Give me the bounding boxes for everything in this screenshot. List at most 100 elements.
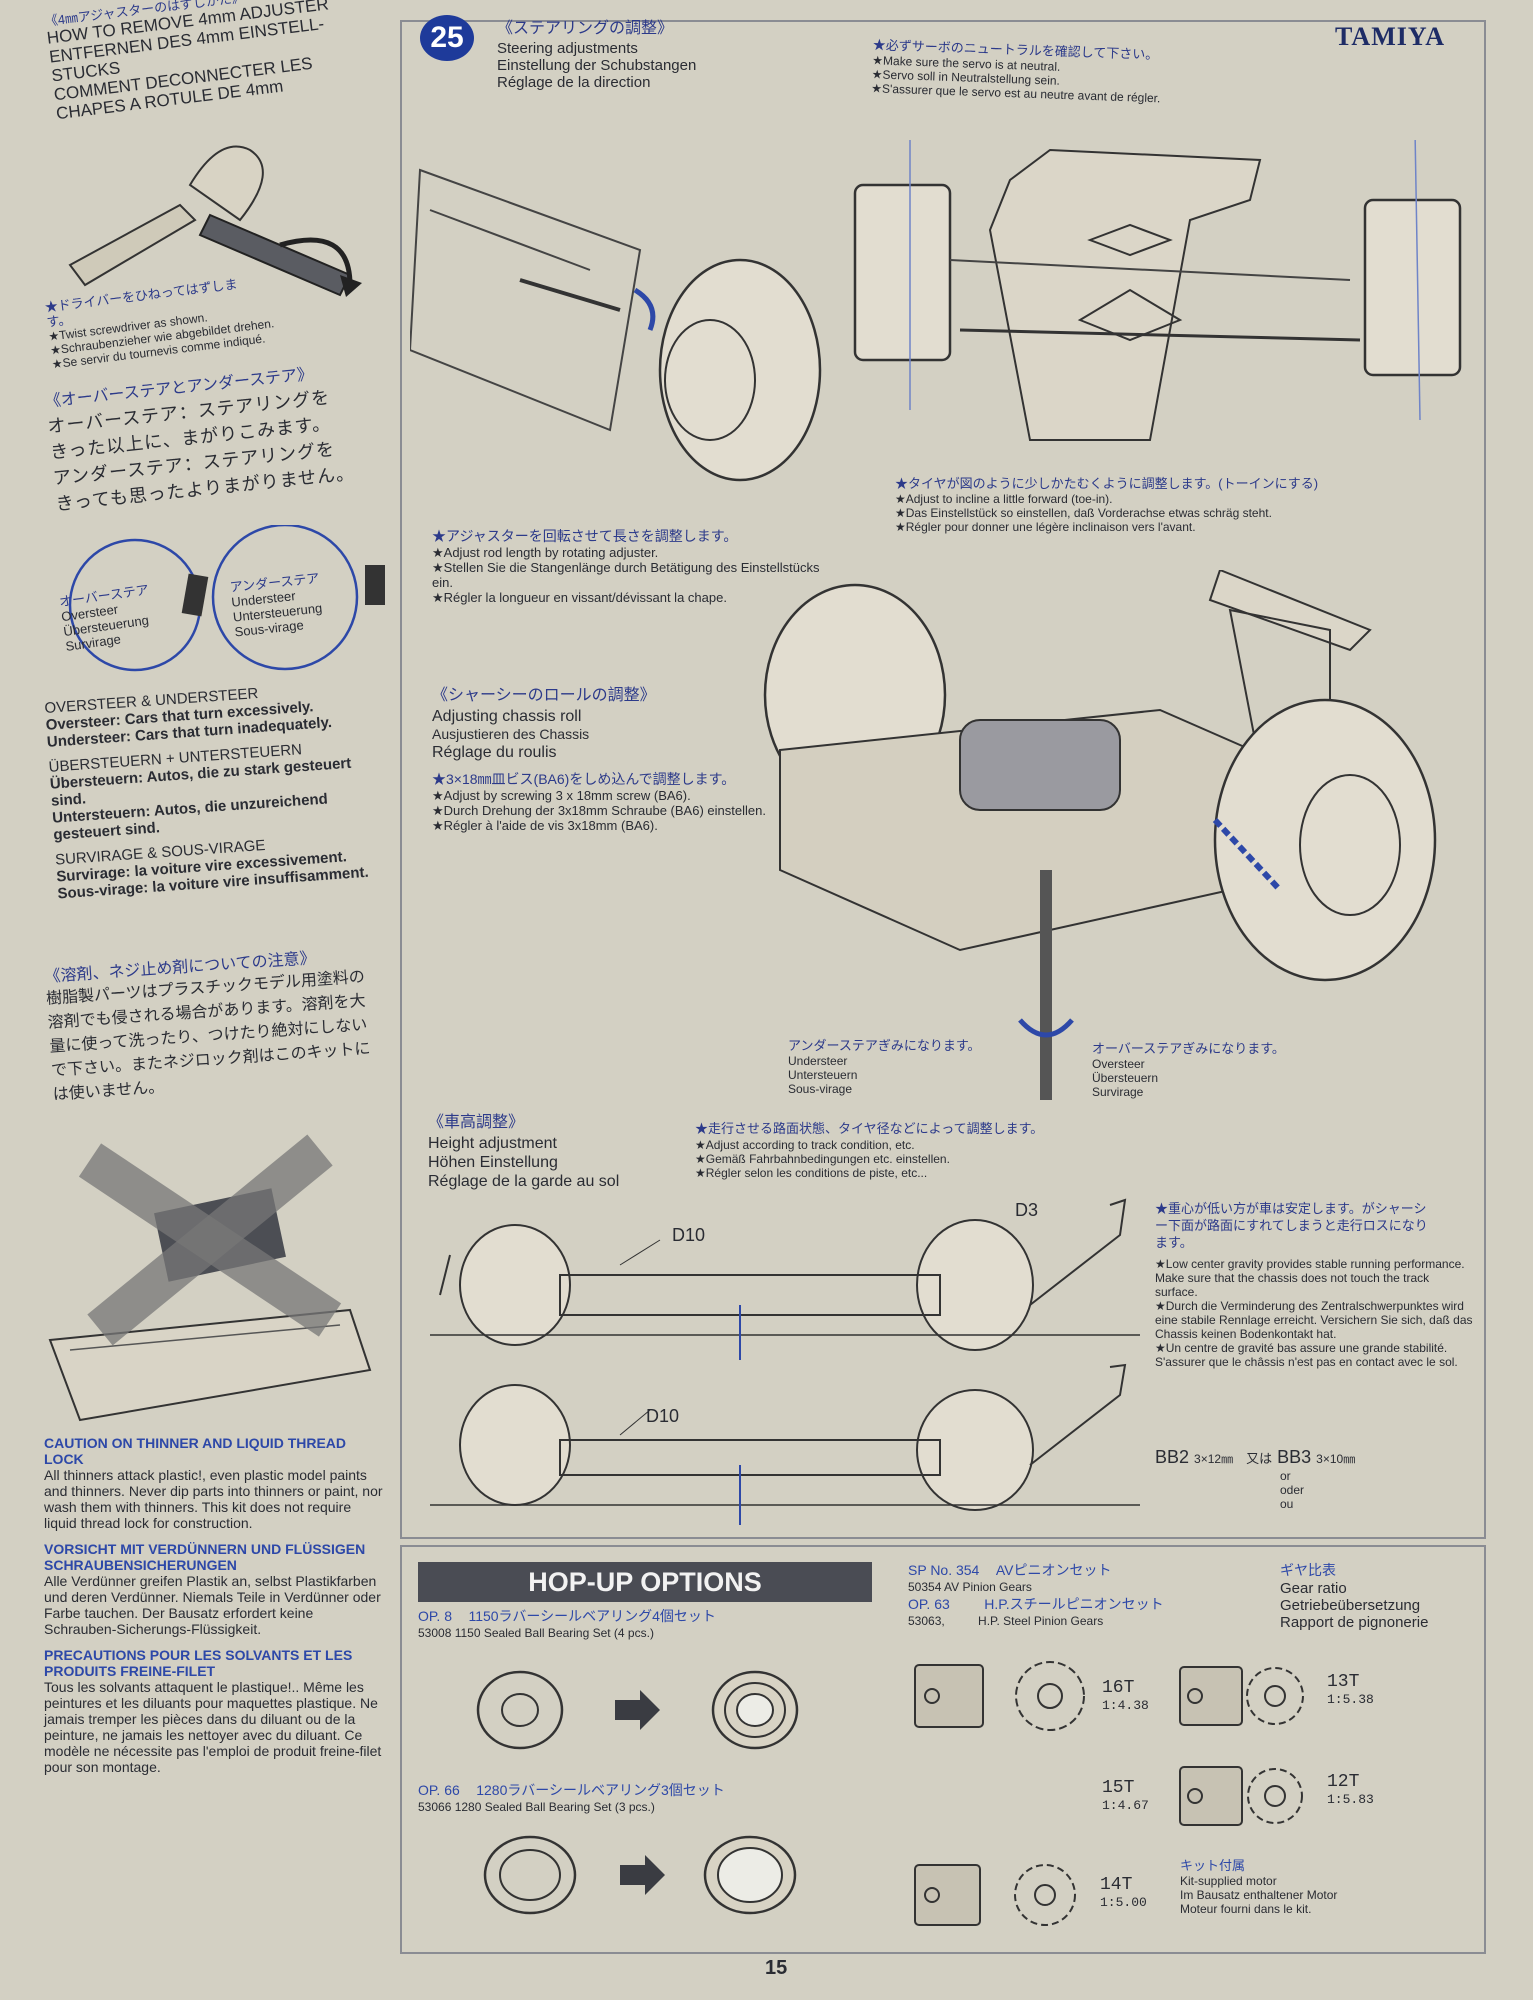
steer-ja-section: 《オーバーステアとアンダーステア》 オーバーステア：ステアリングを きった以上に… (44, 356, 395, 517)
caution-de-body: Alle Verdünner greifen Plastik an, selbs… (44, 1573, 381, 1637)
solvent-ja-section: 《溶剤、ネジ止め剤についての注意》 樹脂製パーツはプラスチックモデル用塗料の溶剤… (44, 945, 383, 1108)
or-fr: ou (1280, 1497, 1294, 1511)
pinion-info: SP No. 354 AVピニオンセット 50354 AV Pinion Gea… (908, 1560, 1164, 1628)
step-number-badge: 25 (420, 15, 474, 61)
sp354-ja: AVピニオンセット (995, 1562, 1112, 1578)
bb3-size: 3×10㎜ (1316, 1452, 1356, 1466)
op8-bearing-illustration (476, 1670, 799, 1750)
gear-teeth: 14T (1100, 1875, 1133, 1895)
bb2-label: BB2 (1155, 1447, 1190, 1467)
gear-illustrations (914, 1661, 1304, 1926)
bb3-label: BB3 (1277, 1447, 1312, 1467)
gear-teeth: 13T (1327, 1672, 1360, 1692)
rod-note: ★アジャスターを回転させて長さを調整します。 ★Adjust rod lengt… (432, 527, 822, 605)
steer-definitions: OVERSTEER & UNDERSTEER Oversteer: Cars t… (44, 677, 387, 902)
bb2-size: 3×12㎜ (1194, 1452, 1234, 1466)
rod-note-ja: ★アジャスターを回転させて長さを調整します。 (432, 528, 738, 544)
roll-title-en: Adjusting chassis roll (432, 708, 582, 725)
bb-options: BB2 3×12㎜ 又は BB3 3×10㎜ or oder ou (1155, 1447, 1355, 1511)
gear-16t: 16T 1:4.38 (1102, 1678, 1149, 1713)
rod-note-en: ★Adjust rod length by rotating adjuster. (432, 545, 659, 560)
gear-12t: 12T 1:5.83 (1327, 1772, 1374, 1807)
op63-en2: H.P. Steel Pinion Gears (978, 1614, 1104, 1628)
roll-over-de: Übersteuern (1092, 1071, 1159, 1085)
kit-motor-note: キット付属 Kit-supplied motor Im Bausatz enth… (1180, 1855, 1337, 1916)
center-gravity-note: ★重心が低い方が車は安定します。がシャーシー下面が路面にすれてしまうと走行ロスに… (1155, 1200, 1475, 1369)
roll-over-en: Oversteer (1092, 1057, 1145, 1071)
op8-en: 53008 1150 Sealed Ball Bearing Set (4 pc… (418, 1626, 654, 1640)
op66-en: 53066 1280 Sealed Ball Bearing Set (3 pc… (418, 1800, 655, 1814)
height-note-de: ★Gemäß Fahrbahnbedingungen etc. einstell… (695, 1152, 950, 1166)
mata-label: 又は (1246, 1451, 1273, 1466)
solvent-body-ja: 樹脂製パーツはプラスチックモデル用塗料の溶剤でも侵される場合があります。溶剤を大… (45, 968, 372, 1104)
op63-en: 53063, (908, 1614, 945, 1628)
sp354-en: 50354 AV Pinion Gears (908, 1580, 1032, 1594)
gear-ratio: 1:4.38 (1102, 1698, 1149, 1713)
brand-logo: TAMIYA (1335, 22, 1446, 51)
op8-ja: 1150ラバーシールベアリング4個セット (468, 1608, 716, 1624)
op66-code: OP. 66 (418, 1782, 460, 1798)
understeer-label: アンダーステア Understeer Untersteuerung Sous-v… (229, 570, 325, 639)
caution-en-body: All thinners attack plastic!, even plast… (44, 1467, 383, 1531)
steering-title: 《ステアリングの調整》 Steering adjustments Einstel… (497, 18, 696, 91)
or-en: or (1280, 1469, 1291, 1483)
servo-note: ★必ずサーボのニュートラルを確認して下さい。 ★Make sure the se… (871, 36, 1203, 106)
height-note-en: ★Adjust according to track condition, et… (695, 1138, 915, 1152)
gear-ratio-header: ギヤ比表 Gear ratio Getriebeübersetzung Rapp… (1280, 1560, 1428, 1631)
toe-note-de: ★Das Einstellstück so einstellen, daß Vo… (895, 506, 1272, 520)
oversteer-label: オーバーステア Oversteer Übersteuerung Survirag… (58, 582, 156, 654)
left-column: 《4㎜アジャスターのはずしかた》 HOW TO REMOVE 4mm ADJUS… (0, 0, 395, 2000)
roll-screw-fr: ★Régler à l'aide de vis 3x18mm (BA6). (432, 818, 658, 833)
gear-ratio: 1:4.67 (1102, 1798, 1149, 1813)
op8-info: OP. 8 1150ラバーシールベアリング4個セット 53008 1150 Se… (418, 1606, 716, 1640)
no-thinner-illustration (48, 1134, 372, 1422)
cg-note-ja: ★重心が低い方が車は安定します。がシャーシー下面が路面にすれてしまうと走行ロスに… (1155, 1201, 1428, 1250)
roll-title-fr: Réglage du roulis (432, 744, 557, 761)
adjuster-section: 《4㎜アジャスターのはずしかた》 HOW TO REMOVE 4mm ADJUS… (44, 0, 395, 123)
gear-ratio: 1:5.83 (1327, 1792, 1374, 1807)
height-note-fr: ★Régler selon les conditions de piste, e… (695, 1166, 928, 1180)
steering-title-ja: 《ステアリングの調整》 (497, 20, 674, 37)
gear-13t: 13T 1:5.38 (1327, 1672, 1374, 1707)
caution-fr-body: Tous les solvants attaquent le plastique… (44, 1679, 382, 1775)
gear-ratio: 1:5.38 (1327, 1692, 1374, 1707)
cg-note-fr: ★Un centre de gravité bas assure une gra… (1155, 1341, 1458, 1369)
roll-understeer: アンダーステアぎみになります。 Understeer Untersteuern … (788, 1037, 981, 1096)
height-title-fr: Réglage de la garde au sol (428, 1173, 620, 1190)
rod-note-fr: ★Régler la longueur en vissant/dévissant… (432, 590, 727, 605)
ratio-fr: Rapport de pignonerie (1280, 1614, 1429, 1631)
ratio-en: Gear ratio (1280, 1580, 1347, 1597)
roll-under-ja: アンダーステアぎみになります。 (788, 1038, 981, 1053)
hopup-title: HOP-UP OPTIONS (418, 1562, 872, 1602)
caution-en-title: CAUTION ON THINNER AND LIQUID THREAD LOC… (44, 1435, 347, 1467)
ratio-ja: ギヤ比表 (1280, 1562, 1336, 1578)
toe-note-fr: ★Régler pour donner une légère inclinais… (895, 520, 1196, 534)
gear-teeth: 15T (1102, 1778, 1135, 1798)
steering-title-fr: Réglage de la direction (497, 74, 651, 91)
height-note: ★走行させる路面状態、タイヤ径などによって調整します。 ★Adjust acco… (695, 1120, 1043, 1180)
cg-note-en: ★Low center gravity provides stable runn… (1155, 1257, 1465, 1299)
d10-label-bottom: D10 (646, 1406, 680, 1426)
sp354-code: SP No. 354 (908, 1562, 980, 1578)
toe-note: ★タイヤが図のように少しかたむくように調整します。(トーインにする) ★Adju… (895, 475, 1395, 534)
roll-screw-de: ★Durch Drehung der 3x18mm Schraube (BA6)… (432, 803, 766, 818)
hopup-frame (400, 1545, 1486, 1954)
roll-under-de: Untersteuern (788, 1068, 858, 1082)
op66-ja: 1280ラバーシールベアリング3個セット (476, 1782, 725, 1798)
op66-bearing-illustration (483, 1835, 797, 1915)
height-section: 《車高調整》 Height adjustment Höhen Einstellu… (428, 1112, 619, 1191)
height-title-ja: 《車高調整》 (428, 1114, 525, 1131)
height-title-en: Height adjustment (428, 1135, 557, 1152)
screwdriver-illustration (68, 145, 362, 297)
roll-screw-ja: ★3×18㎜皿ビス(BA6)をしめ込んで調整します。 (432, 771, 736, 787)
gear-15t: 15T 1:4.67 (1102, 1778, 1149, 1813)
steering-rod-illustration (410, 168, 822, 482)
roll-title-de: Ausjustieren des Chassis (432, 726, 590, 742)
toe-note-en: ★Adjust to incline a little forward (toe… (895, 492, 1113, 506)
steering-title-en: Steering adjustments (497, 40, 638, 57)
kit-de: Im Bausatz enthaltener Motor (1180, 1888, 1338, 1902)
cg-note-de: ★Durch die Verminderung des Zentralschwe… (1155, 1299, 1473, 1341)
op63-code: OP. 63 (908, 1596, 950, 1612)
chassis-roll-illustration (763, 570, 1437, 1100)
steering-title-de: Einstellung der Schubstangen (497, 57, 697, 74)
